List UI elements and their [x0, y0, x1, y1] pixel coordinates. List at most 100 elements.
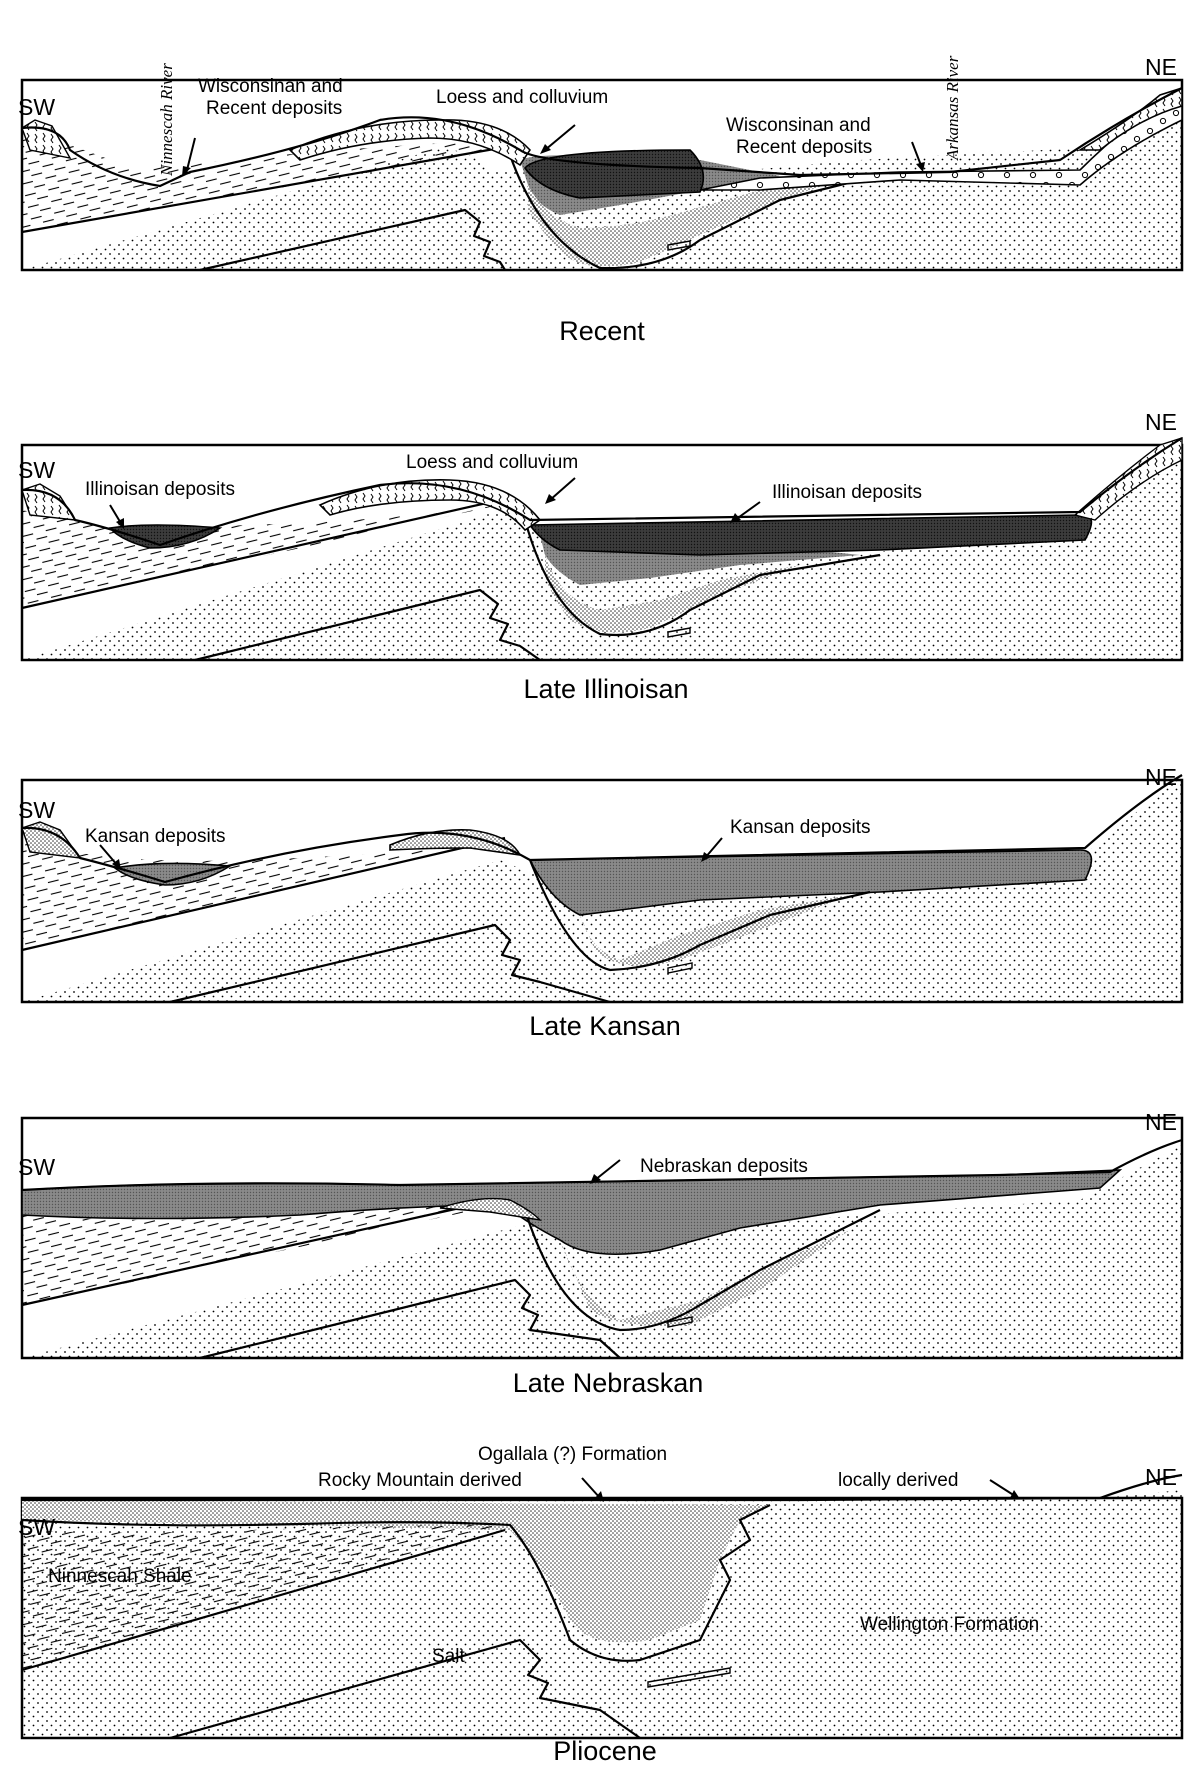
arrowhead	[595, 1491, 604, 1502]
river-ninnescah: Ninnescah River	[157, 63, 176, 177]
kansan-deposits-left	[113, 862, 233, 886]
bedrock-salt-boundary	[21, 1196, 506, 1307]
wellington-formation-fill	[22, 440, 1182, 660]
arrowhead	[590, 1174, 601, 1184]
salt-lens	[647, 1667, 731, 1688]
salt-base-line	[169, 1638, 641, 1740]
arrow-illinoisan-right	[734, 501, 761, 521]
loess-right-bluff	[1077, 86, 1183, 151]
arrowhead	[701, 852, 711, 862]
label-rocky-mountain: Rocky Mountain derived	[318, 1470, 522, 1491]
label-nebraskan: Nebraskan deposits	[640, 1156, 808, 1177]
kansan-deposits-right	[528, 849, 1093, 916]
label-loess: Loess and colluvium	[406, 452, 578, 473]
caption-recent: Recent	[559, 316, 645, 346]
label-ninnescah-shale: Ninnescah Shale	[48, 1566, 192, 1587]
channel-fill-stipple	[560, 1230, 850, 1326]
arrow-nebraskan	[594, 1159, 621, 1181]
illinoisan-deposits-left	[108, 524, 223, 549]
salt-base-line	[199, 208, 506, 272]
caption-late-nebraskan: Late Nebraskan	[513, 1368, 704, 1398]
panel-pliocene: SW NE Ogallala (?) Formation Rocky Mount…	[18, 1444, 1184, 1766]
ninnescah-shale-fill	[22, 125, 500, 232]
arrowhead	[116, 518, 124, 529]
arrowhead	[1010, 1490, 1020, 1499]
rocky-mountain-boundary	[21, 1504, 771, 1662]
bedrock-salt-boundary	[21, 498, 501, 610]
dir-sw: SW	[18, 94, 55, 120]
arrowhead	[916, 162, 925, 172]
label-deposits-left-2: Recent deposits	[206, 98, 342, 119]
salt-lens	[667, 627, 691, 638]
label-locally-derived: locally derived	[838, 1470, 958, 1491]
salt-lens	[667, 1316, 693, 1328]
dir-ne: NE	[1145, 1464, 1177, 1490]
salt-base-line	[194, 588, 541, 662]
label-deposits-right: Wisconsinan and	[726, 115, 871, 136]
salt-base-line	[199, 1278, 621, 1360]
label-illinoisan-right: Illinoisan deposits	[772, 482, 922, 503]
channel-outline	[528, 859, 871, 972]
channel-fill-stipple	[528, 180, 840, 267]
dir-sw: SW	[18, 1154, 55, 1180]
ground-surface	[21, 437, 1183, 547]
panel-late-kansan: SW NE Kansan deposits Kansan deposits La…	[18, 764, 1184, 1041]
arrowhead	[730, 513, 741, 523]
panel-late-nebraskan: SW NE Nebraskan deposits Late Nebraskan	[18, 1109, 1184, 1398]
dir-sw: SW	[18, 1514, 55, 1540]
salt-lens	[667, 962, 693, 974]
arrow-loess	[544, 124, 576, 151]
ground-surface	[21, 774, 1183, 884]
arrowhead	[182, 166, 191, 176]
arrowhead	[540, 144, 551, 154]
label-loess: Loess and colluvium	[436, 87, 608, 108]
dir-ne: NE	[1145, 1109, 1177, 1135]
channel-outline	[523, 1209, 881, 1332]
dir-sw: SW	[18, 457, 55, 483]
dir-ne: NE	[1145, 764, 1177, 790]
label-illinoisan-left: Illinoisan deposits	[85, 479, 235, 500]
label-wellington: Wellington Formation	[860, 1614, 1039, 1635]
ogallala-rocky-mountain	[22, 1500, 770, 1643]
salt-base-line	[169, 923, 611, 1004]
ridge-remnant	[439, 1197, 543, 1222]
panel-late-illinoisan: SW NE Illinoisan deposits Loess and coll…	[18, 409, 1184, 704]
arrowhead	[112, 859, 121, 870]
channel-outline	[508, 154, 921, 270]
arrowhead	[545, 494, 556, 504]
caption-late-kansan: Late Kansan	[529, 1011, 681, 1041]
ninnescah-shale-fill	[22, 1205, 500, 1305]
bedrock-salt-boundary	[21, 146, 501, 234]
label-kansan-left: Kansan deposits	[85, 826, 226, 847]
wellington-formation-fill	[22, 775, 1182, 1002]
arrow-rocky	[581, 1477, 601, 1499]
channel-fill-stipple	[545, 555, 800, 633]
bedrock-salt-boundary	[21, 836, 506, 952]
arrow-kansan-right	[704, 837, 723, 859]
dir-ne: NE	[1145, 409, 1177, 435]
label-ogallala: Ogallala (?) Formation	[478, 1444, 667, 1465]
label-deposits-right-2: Recent deposits	[736, 137, 872, 158]
bedrock-salt-boundary	[21, 1528, 506, 1672]
river-arkansas: Arkansas River	[943, 55, 962, 161]
caption-late-illinoisan: Late Illinoisan	[523, 674, 688, 704]
ground-surface	[21, 87, 1183, 188]
panel-recent: SW NE Ninnescah River Arkansas River Wis…	[18, 54, 1184, 346]
label-salt: Salt	[432, 1646, 465, 1667]
channel-outline	[523, 519, 881, 637]
caption-pliocene: Pliocene	[553, 1736, 657, 1764]
ground-surface	[22, 1473, 1183, 1502]
dir-ne: NE	[1145, 54, 1177, 80]
loess-ridge	[318, 479, 542, 532]
dir-sw: SW	[18, 797, 55, 823]
salt-lens	[667, 240, 691, 251]
arrow-local	[989, 1479, 1016, 1497]
left-bluff	[21, 119, 72, 159]
ground-surface	[21, 1138, 1183, 1192]
arrow-loess	[549, 477, 576, 501]
label-deposits-left: Wisconsinan and	[198, 76, 343, 97]
loess-right-bluff	[1073, 437, 1183, 521]
label-kansan-right: Kansan deposits	[730, 817, 871, 838]
ninnescah-shale-fill	[22, 1525, 505, 1670]
